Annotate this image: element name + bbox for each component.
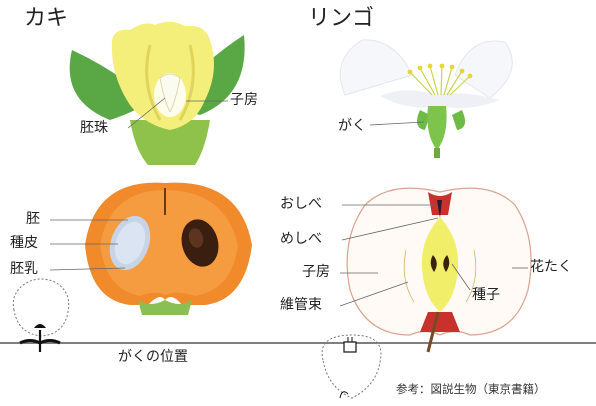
label-seed: 種子: [472, 288, 500, 302]
leader-calyx: [370, 122, 424, 125]
label-pistil: めしべ: [280, 232, 322, 246]
reference-note: 参考：図説生物（東京書籍）: [396, 384, 546, 396]
title-ringo: リンゴ: [308, 8, 374, 30]
kaki-fruit-illustration: [85, 183, 252, 315]
label-calyx-position: がくの位置: [118, 350, 188, 364]
kaki-calyx-position-sketch: [13, 279, 68, 352]
label-stamen: おしべ: [280, 197, 322, 211]
ringo-fruit-illustration: [347, 188, 531, 352]
label-ovary-kaki: 子房: [230, 93, 258, 107]
label-embryo: 胚: [26, 212, 40, 226]
label-calyx: がく: [338, 119, 366, 133]
ringo-calyx-position-sketch: [322, 335, 381, 398]
title-kaki: カキ: [24, 8, 68, 30]
label-receptacle: 花たく: [530, 260, 572, 274]
label-ovary-ringo: 子房: [302, 265, 330, 279]
kaki-flower-illustration: [70, 22, 245, 165]
label-vascular-bundle: 維管束: [280, 298, 322, 312]
ringo-flower-illustration: [340, 40, 512, 158]
label-endosperm: 胚乳: [10, 262, 38, 276]
label-seed-coat: 種皮: [10, 236, 38, 250]
label-ovule: 胚珠: [80, 121, 108, 135]
